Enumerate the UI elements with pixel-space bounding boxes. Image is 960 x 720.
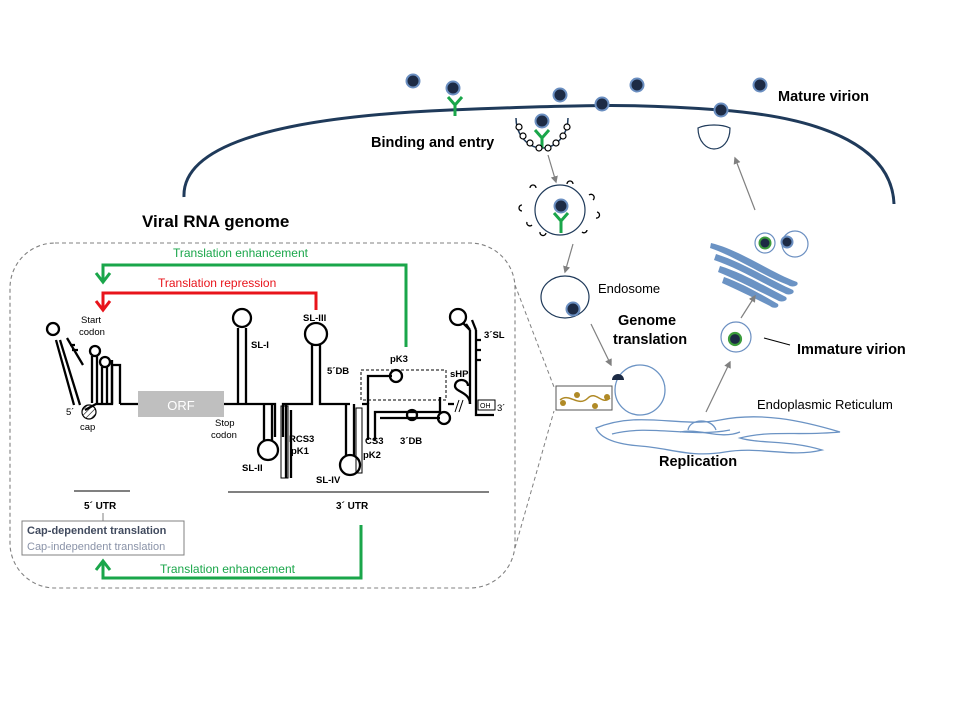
- sl4-label: SL-IV: [316, 475, 341, 486]
- translation-repression-label: Translation repression: [158, 276, 276, 290]
- binding-entry-label: Binding and entry: [371, 135, 494, 151]
- immature-virion-label: Immature virion: [797, 342, 906, 358]
- endoplasmic-reticulum: [595, 364, 841, 455]
- sl3prime-label: 3´SL: [484, 330, 505, 341]
- extracellular-virions: [405, 73, 768, 118]
- utr5-label: 5´ UTR: [84, 501, 117, 512]
- genome-translation-label-2: translation: [613, 332, 687, 348]
- er-label: Endoplasmic Reticulum: [757, 397, 893, 412]
- virions-in-golgi: [754, 230, 809, 258]
- cap-dependent-label: Cap-dependent translation: [27, 525, 167, 537]
- pk3-label: pK3: [390, 354, 408, 365]
- sl2-label: SL-II: [242, 463, 263, 474]
- translation-ribosomes: [555, 374, 624, 411]
- db5-label: 5´DB: [327, 366, 349, 377]
- coated-vesicle: [518, 180, 601, 237]
- stop-codon-label-1: Stop: [215, 418, 235, 429]
- endosome-label: Endosome: [598, 281, 660, 296]
- shp-label: sHP: [450, 369, 469, 380]
- break-mark: [454, 399, 464, 413]
- receptor-icon: [446, 96, 464, 116]
- pk2-label: pK2: [363, 450, 381, 461]
- endosome: [540, 275, 590, 319]
- cap-translation-box: [21, 520, 185, 556]
- translation-repression-arrow: [94, 291, 318, 313]
- sl3-label: SL-III: [303, 313, 326, 324]
- rna-structure: [45, 307, 494, 479]
- oh-label: OH: [480, 403, 491, 410]
- exocytosis-vesicle: [697, 124, 731, 150]
- cap-label: cap: [80, 422, 95, 433]
- translation-enhancement-arrow-top: [94, 263, 408, 347]
- cap-independent-label: Cap-independent translation: [27, 541, 165, 553]
- start-codon-label-2: codon: [79, 327, 105, 338]
- mature-virion-label: Mature virion: [778, 89, 869, 105]
- orf-label: ORF: [167, 398, 195, 413]
- genome-panel: [9, 242, 516, 589]
- five-prime-label: 5´: [66, 407, 74, 418]
- entry-pit: [515, 113, 571, 152]
- genome-translation-label-1: Genome: [618, 313, 676, 329]
- immature-virion: [720, 321, 752, 353]
- orf-box: [138, 391, 224, 417]
- translation-enhancement-bottom-label: Translation enhancement: [160, 562, 296, 576]
- immature-virion-pointer: [763, 337, 791, 346]
- zoom-lines: [514, 284, 555, 549]
- start-codon-label-1: Start: [81, 315, 101, 326]
- pk1-label: pK1: [291, 446, 310, 457]
- cs3-label: CS3: [365, 436, 383, 447]
- db3-label: 3´DB: [400, 436, 422, 447]
- replication-label: Replication: [659, 454, 737, 470]
- rcs3-label: RCS3: [289, 434, 314, 445]
- stop-codon-label-2: codon: [211, 430, 237, 441]
- oh-box: [477, 399, 496, 411]
- utr3-label: 3´ UTR: [336, 501, 369, 512]
- lifecycle-arrows: [547, 154, 756, 413]
- sl1-label: SL-I: [251, 340, 269, 351]
- translation-enhancement-top-label: Translation enhancement: [173, 246, 309, 260]
- genome-title: Viral RNA genome: [142, 212, 289, 231]
- translation-enhancement-arrow-bottom: [94, 525, 363, 580]
- cap-icon: [81, 404, 97, 420]
- pk3-box: [360, 369, 447, 401]
- three-prime-label: 3´: [497, 403, 505, 414]
- golgi-apparatus: [710, 243, 798, 308]
